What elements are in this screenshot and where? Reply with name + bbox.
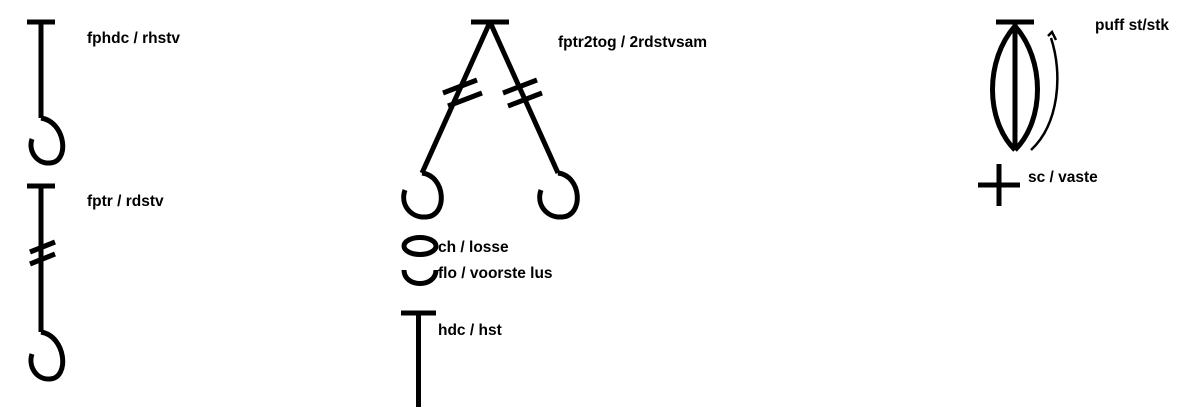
fptr2tog-label: fptr2tog / 2rdstvsam: [558, 34, 708, 51]
single-crochet-icon: [978, 164, 1020, 206]
half-double-crochet-icon: [401, 310, 436, 407]
front-post-treble-2-together-icon: [401, 19, 580, 220]
sc-label: sc / vaste: [1028, 169, 1098, 186]
chain-icon: [401, 235, 439, 257]
fptr-label: fptr / rdstv: [87, 193, 164, 210]
puff-stitch-icon: [990, 19, 1059, 152]
front-loop-only-icon: [401, 269, 439, 286]
ch-label: ch / losse: [438, 239, 509, 256]
flo-label: flo / voorste lus: [438, 265, 553, 282]
fphdc-label: fphdc / rhstv: [87, 30, 181, 47]
puff-label: puff st/stk: [1095, 17, 1170, 34]
front-post-treble-icon: [27, 183, 66, 382]
front-post-half-double-crochet-icon: [27, 19, 66, 166]
hdc-label: hdc / hst: [438, 322, 502, 339]
